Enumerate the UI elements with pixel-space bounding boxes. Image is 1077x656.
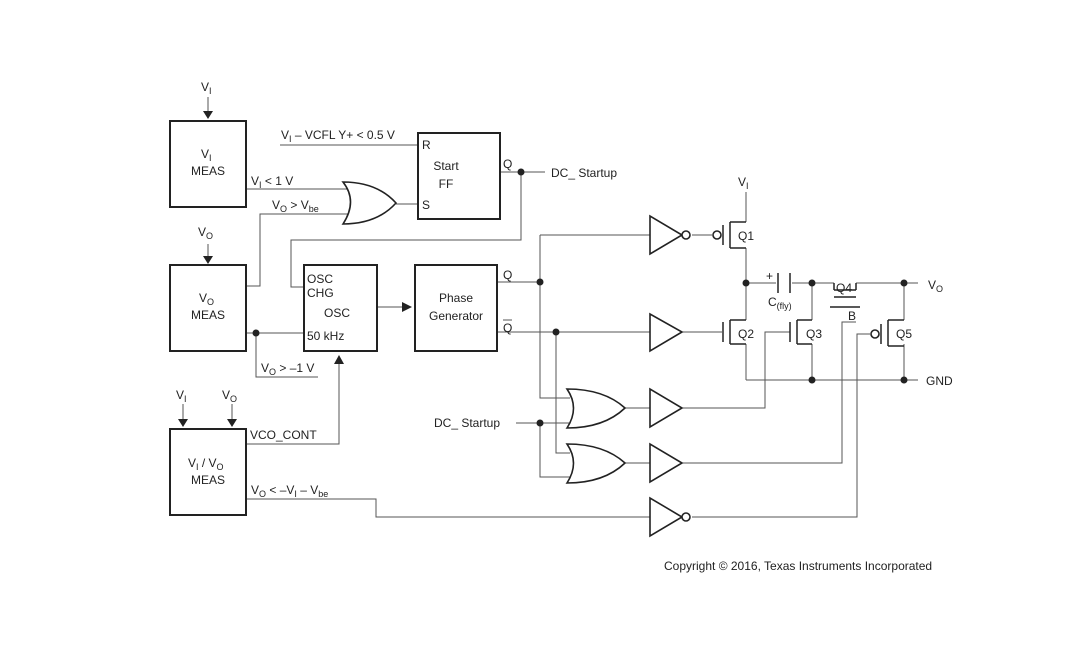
label-dc-startup-in: DC_ Startup (434, 416, 500, 430)
pin-s: S (422, 198, 430, 212)
label-q5: Q5 (896, 327, 912, 341)
power-stage-labels: VI Q1 Q2 Q3 Q4 Q5 B + C(fly) VO GND (738, 175, 953, 388)
vi-meas-block: VI MEAS (169, 120, 247, 208)
or-gate-lower (565, 443, 627, 484)
transistor-q5 (870, 319, 904, 347)
label-vco-cont: VCO_CONT (250, 428, 317, 442)
svg-text:VI: VI (176, 388, 187, 404)
pin-q: Q (503, 157, 512, 171)
label-vo-lt-vi-vbe: VO < –VI – Vbe (251, 483, 328, 499)
arrowheads (178, 111, 412, 427)
vo-meas-label: MEAS (191, 308, 225, 322)
svg-text:OSC: OSC (307, 272, 333, 286)
svg-text:OSC: OSC (324, 306, 350, 320)
or-gate-startup (341, 181, 398, 225)
label-q3: Q3 (806, 327, 822, 341)
pin-q-phase: Q (503, 268, 512, 282)
wires (182, 97, 918, 518)
label-vi-lt-1v: VI < 1 V (251, 174, 293, 190)
junction-dots (252, 168, 908, 427)
copyright: Copyright © 2016, Texas Instruments Inco… (664, 559, 932, 573)
transistor-q2 (722, 319, 746, 345)
svg-text:Phase: Phase (439, 291, 473, 305)
svg-text:FF: FF (439, 177, 454, 191)
label-q4: Q4 (836, 281, 852, 295)
start-ff-block: Start FF R S Q (417, 132, 512, 220)
label-vo-gt-vbe: VO > Vbe (272, 198, 319, 214)
pin-qbar-phase: Q (503, 321, 512, 335)
svg-text:VO: VO (198, 225, 213, 241)
buffer-q4 (649, 442, 684, 484)
buffer-q2 (649, 312, 684, 353)
svg-text:VI: VI (201, 147, 212, 163)
label-q2: Q2 (738, 327, 754, 341)
svg-text:VO: VO (928, 278, 943, 294)
pin-r: R (422, 138, 431, 152)
buffer-q3 (649, 387, 684, 429)
flying-capacitor (777, 273, 791, 293)
label-q1: Q1 (738, 229, 754, 243)
svg-text:VO: VO (222, 388, 237, 404)
svg-text:VO: VO (199, 291, 214, 307)
or-gate-upper (565, 388, 627, 429)
svg-text:VI: VI (201, 80, 212, 96)
transistor-q1 (712, 221, 746, 249)
label-dc-startup-out: DC_ Startup (551, 166, 617, 180)
label-gnd: GND (926, 374, 953, 388)
phase-generator-block: Phase Generator Q Q (414, 264, 512, 352)
label-b: B (848, 309, 856, 323)
vi-vo-meas-block: VI / VO MEAS (169, 428, 247, 516)
inverter-q1 (649, 214, 691, 256)
label-cfly-plus: + (766, 269, 773, 283)
svg-text:VI / VO: VI / VO (188, 456, 224, 472)
label-vo-gt-minus1v: VO > –1 V (261, 361, 314, 377)
transistor-q3 (789, 319, 812, 345)
svg-text:50 kHz: 50 kHz (307, 329, 344, 343)
vi-vo-meas-label: MEAS (191, 473, 225, 487)
label-vi-vcfl: VI – VCFL Y+ < 0.5 V (281, 128, 395, 144)
inverter-q5 (649, 496, 691, 538)
signal-labels: VI – VCFL Y+ < 0.5 V VI < 1 V VO > Vbe V… (250, 128, 617, 499)
osc-block: OSC CHG OSC 50 kHz (303, 264, 378, 352)
svg-text:CHG: CHG (307, 286, 334, 300)
svg-text:Generator: Generator (429, 309, 483, 323)
transistor-q4 (830, 283, 860, 308)
label-cfly: C(fly) (768, 295, 792, 311)
vi-meas-label: MEAS (191, 164, 225, 178)
input-labels: VI VO VI VO (176, 80, 237, 404)
vo-meas-block: VO MEAS (169, 264, 247, 352)
svg-text:VI: VI (738, 175, 749, 191)
svg-text:Start: Start (433, 159, 459, 173)
